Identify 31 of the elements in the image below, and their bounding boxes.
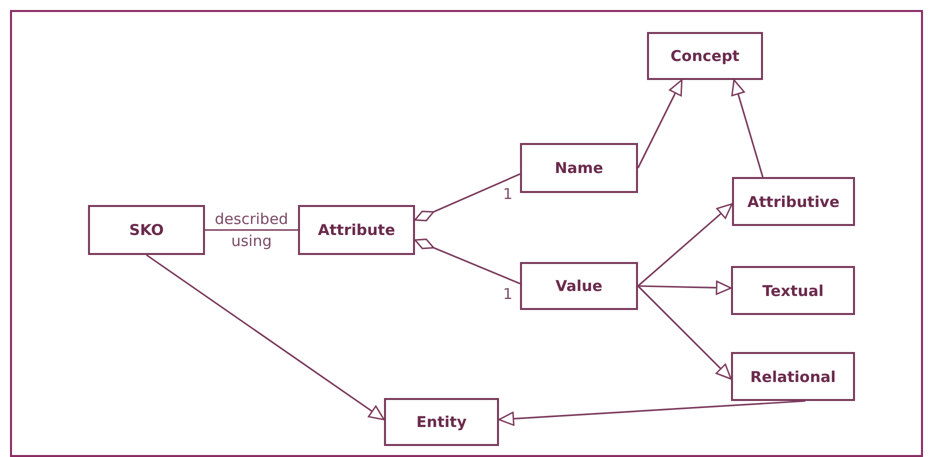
generalization-arrow <box>637 285 732 380</box>
class-box <box>731 266 855 315</box>
class-box <box>384 398 499 446</box>
association-line <box>205 229 298 231</box>
generalization-arrow <box>638 280 732 295</box>
class-name: Attribute <box>318 221 396 239</box>
class-box <box>732 177 855 226</box>
class-name: Concept <box>670 47 740 65</box>
class-box <box>298 205 415 255</box>
class-name: Value <box>556 277 602 295</box>
class-name: Entity <box>416 413 467 431</box>
class-box <box>88 205 205 255</box>
class-box <box>731 352 855 401</box>
aggregation-line <box>414 173 520 222</box>
multiplicity-label: 1 <box>503 185 513 203</box>
class-box <box>520 262 638 310</box>
generalization-arrow <box>731 79 764 178</box>
class-name: SKO <box>129 221 164 239</box>
generalization-arrow <box>637 203 733 287</box>
class-box <box>647 32 763 80</box>
multiplicity-label: 1 <box>503 285 513 303</box>
aggregation-line <box>414 238 520 284</box>
class-box <box>520 143 638 193</box>
generalization-arrow <box>498 400 806 426</box>
class-name: Name <box>554 159 604 177</box>
class-name: Attributive <box>747 192 840 210</box>
class-name: Relational <box>750 368 836 386</box>
generalization-arrow <box>146 254 385 420</box>
edge-label: described using <box>214 209 290 252</box>
generalization-arrow <box>637 79 683 168</box>
class-name: Textual <box>762 282 824 300</box>
